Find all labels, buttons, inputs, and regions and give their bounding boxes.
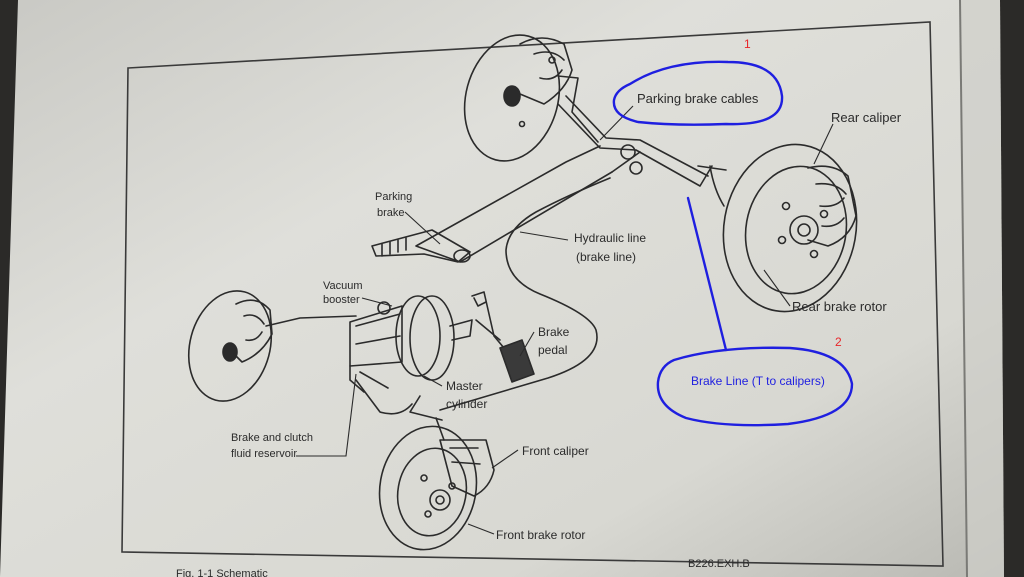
marker-number-1: 1 [744,37,751,51]
left-front-brake-assembly [187,290,357,402]
label-brake-pedal-1: Brake [538,325,570,339]
rear-cable-tube [415,75,713,263]
leader-reservoir [296,373,357,457]
label-reservoir-2: fluid reservoir [231,448,297,460]
label-hydraulic-line-1: Hydraulic line [574,231,646,245]
leader-master-cylinder [423,375,443,387]
leader-rear-rotor [763,269,791,307]
label-rear-caliper: Rear caliper [831,110,902,125]
label-brake-pedal-2: pedal [538,343,567,357]
leader-parking-brake [404,211,441,245]
label-drawing-code: B226.EXH.B [688,558,750,570]
diagram-frame [121,21,944,567]
label-vacuum-booster-1: Vacuum [323,280,363,292]
figure-caption: Fig. 1-1 Schematic [176,568,268,577]
label-parking-brake-2: brake [377,207,405,219]
label-hydraulic-line-2: (brake line) [576,250,636,264]
top-rear-brake-assembly [463,34,573,162]
leader-front-rotor [467,523,495,535]
label-vacuum-booster-2: booster [323,294,360,306]
label-rear-brake-rotor: Rear brake rotor [792,299,887,314]
marker-number-2: 2 [835,335,842,349]
brake-pedal [471,291,535,383]
label-parking-brake-1: Parking [375,191,412,203]
label-reservoir-1: Brake and clutch [231,432,313,444]
rear-brake-assembly [697,143,858,313]
leader-rear-caliper [813,123,834,165]
label-parking-brake-cables: Parking brake cables [637,91,759,106]
page-edge [960,0,1004,577]
label-front-brake-rotor: Front brake rotor [496,528,585,542]
label-front-caliper: Front caliper [522,444,589,458]
circle-annotation-brake-line [656,346,854,427]
parking-brake-lever [371,229,471,263]
leader-vacuum-booster [361,297,393,307]
label-master-cylinder-1: Master [446,379,483,393]
pointer-line-brake [686,196,728,352]
circle-annotation-parking-cables [612,60,784,126]
front-brake-assembly [378,417,495,551]
leader-front-caliper [491,449,519,469]
leader-hydraulic-line [519,231,569,241]
label-master-cylinder-2: cylinder [446,397,487,411]
hydraulic-line [439,165,725,411]
leader-parking-cables [599,105,634,141]
page-fold-line [959,0,968,577]
leader-brake-pedal [519,331,535,357]
note-brake-line: Brake Line (T to calipers) [691,374,825,388]
